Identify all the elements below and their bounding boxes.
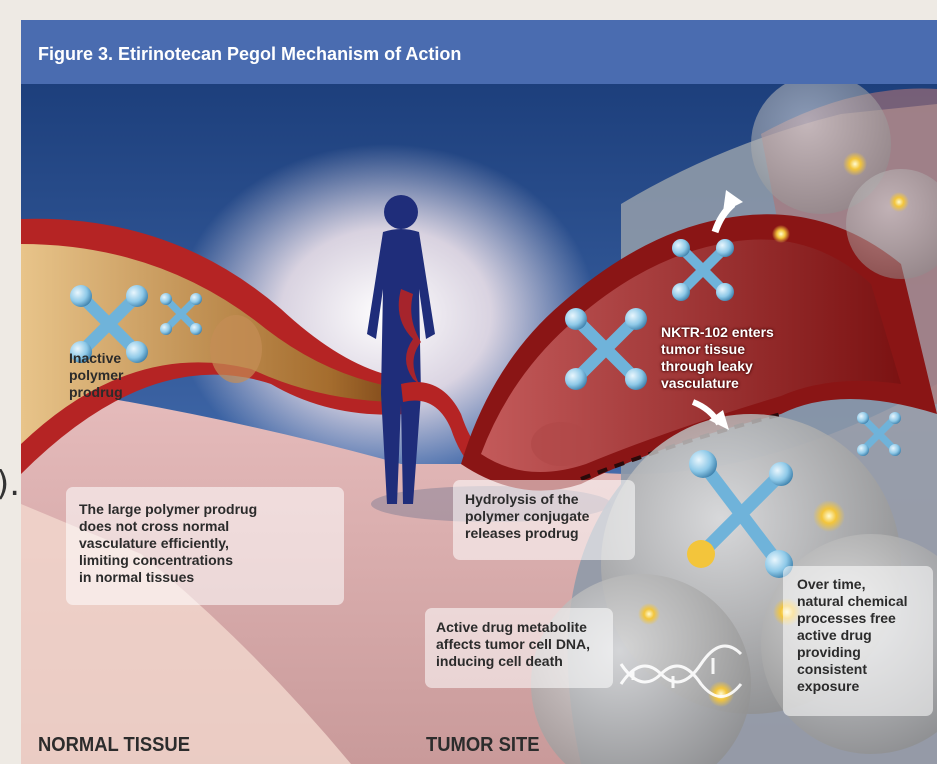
label-normal-note: The large polymer prodrug does not cross… xyxy=(79,501,257,586)
label-active-metabolite: Active drug metabolite affects tumor cel… xyxy=(436,619,590,670)
figure-title-bar: Figure 3. Etirinotecan Pegol Mechanism o… xyxy=(21,20,937,84)
normal-vessel-cell xyxy=(210,315,262,383)
page-edge-glyph: ). xyxy=(0,464,20,504)
label-nktr-enters: NKTR-102 enters tumor tissue through lea… xyxy=(661,324,774,392)
region-label-normal: NORMAL TISSUE xyxy=(38,734,190,757)
figure-frame: Figure 3. Etirinotecan Pegol Mechanism o… xyxy=(21,20,937,764)
tumor-vessel-cell xyxy=(531,422,591,466)
illustration: Inactive polymer prodrug The large polym… xyxy=(21,84,937,764)
region-label-tumor: TUMOR SITE xyxy=(426,734,539,757)
figure-title: Figure 3. Etirinotecan Pegol Mechanism o… xyxy=(38,44,461,65)
label-hydrolysis: Hydrolysis of the polymer conjugate rele… xyxy=(465,491,589,542)
label-inactive-prodrug: Inactive polymer prodrug xyxy=(69,350,123,401)
label-over-time: Over time, natural chemical processes fr… xyxy=(797,576,908,695)
